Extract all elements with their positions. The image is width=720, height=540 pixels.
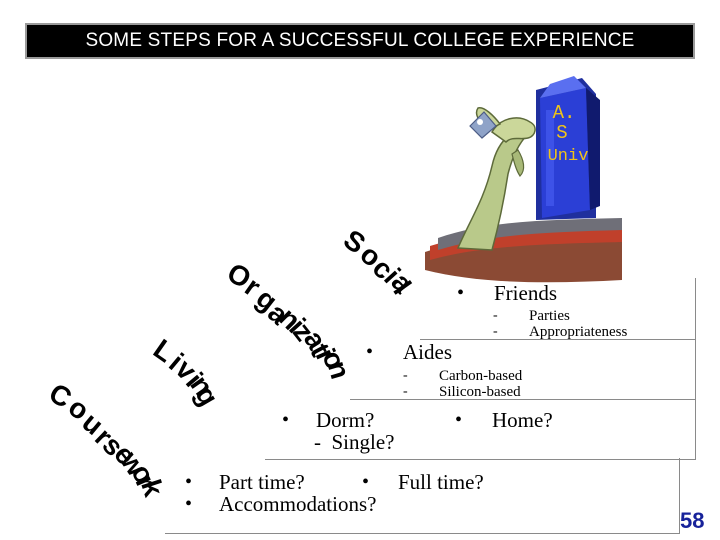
building-roof [540,76,586,98]
sign-line-2: S [556,122,567,144]
coursework-bullet: • [185,493,193,515]
step-social-box [420,278,696,340]
social-sub-parties: Parties [529,308,570,324]
organization-sub-dash: - [403,384,408,399]
coursework-item-full-time: Full time? [398,470,484,494]
step-coursework-box [165,458,680,534]
page-number: 58 [680,508,705,533]
step-organization-box [350,338,696,400]
living-bullet: • [455,409,463,431]
living-item-dorm: Dorm? [316,408,375,432]
cuff-button [477,119,483,125]
organization-sub-dash: - [403,368,408,383]
coursework-bullet: • [362,471,370,493]
coursework-item-accommodations: Accommodations? [219,492,377,516]
living-bullet: • [282,409,290,431]
coursework-bullet: • [185,471,193,493]
social-sub-dash: - [493,324,498,339]
organization-item-aides: Aides [403,340,452,364]
social-sub-appropriateness: Appropriateness [529,324,628,340]
finger-grip [511,149,525,177]
step-living-box [265,398,696,460]
social-item-friends: Friends [494,281,557,305]
university-hand-illustration: A. S Univ [425,76,622,283]
slide-title: SOME STEPS FOR A SUCCESSFUL COLLEGE EXPE… [85,30,635,51]
slide-title-bar: SOME STEPS FOR A SUCCESSFUL COLLEGE EXPE… [25,23,695,59]
coursework-item-part-time: Part time? [219,470,305,494]
sign-line-1: A. [553,102,576,124]
social-sub-dash: - [493,308,498,323]
organization-bullet: • [366,341,374,363]
ground-highlight [430,226,622,260]
building-side [586,88,600,210]
living-item-home: Home? [492,408,553,432]
living-sub-single: - Single? [314,430,395,454]
ground-top [438,218,622,250]
hand [491,117,536,143]
organization-sub-carbon: Carbon-based [439,368,523,384]
sign-line-3: Univ [548,147,589,166]
social-bullet: • [457,282,465,304]
organization-sub-silicon: Silicon-based [439,384,521,400]
cuff [469,111,497,139]
building-window [546,110,554,206]
